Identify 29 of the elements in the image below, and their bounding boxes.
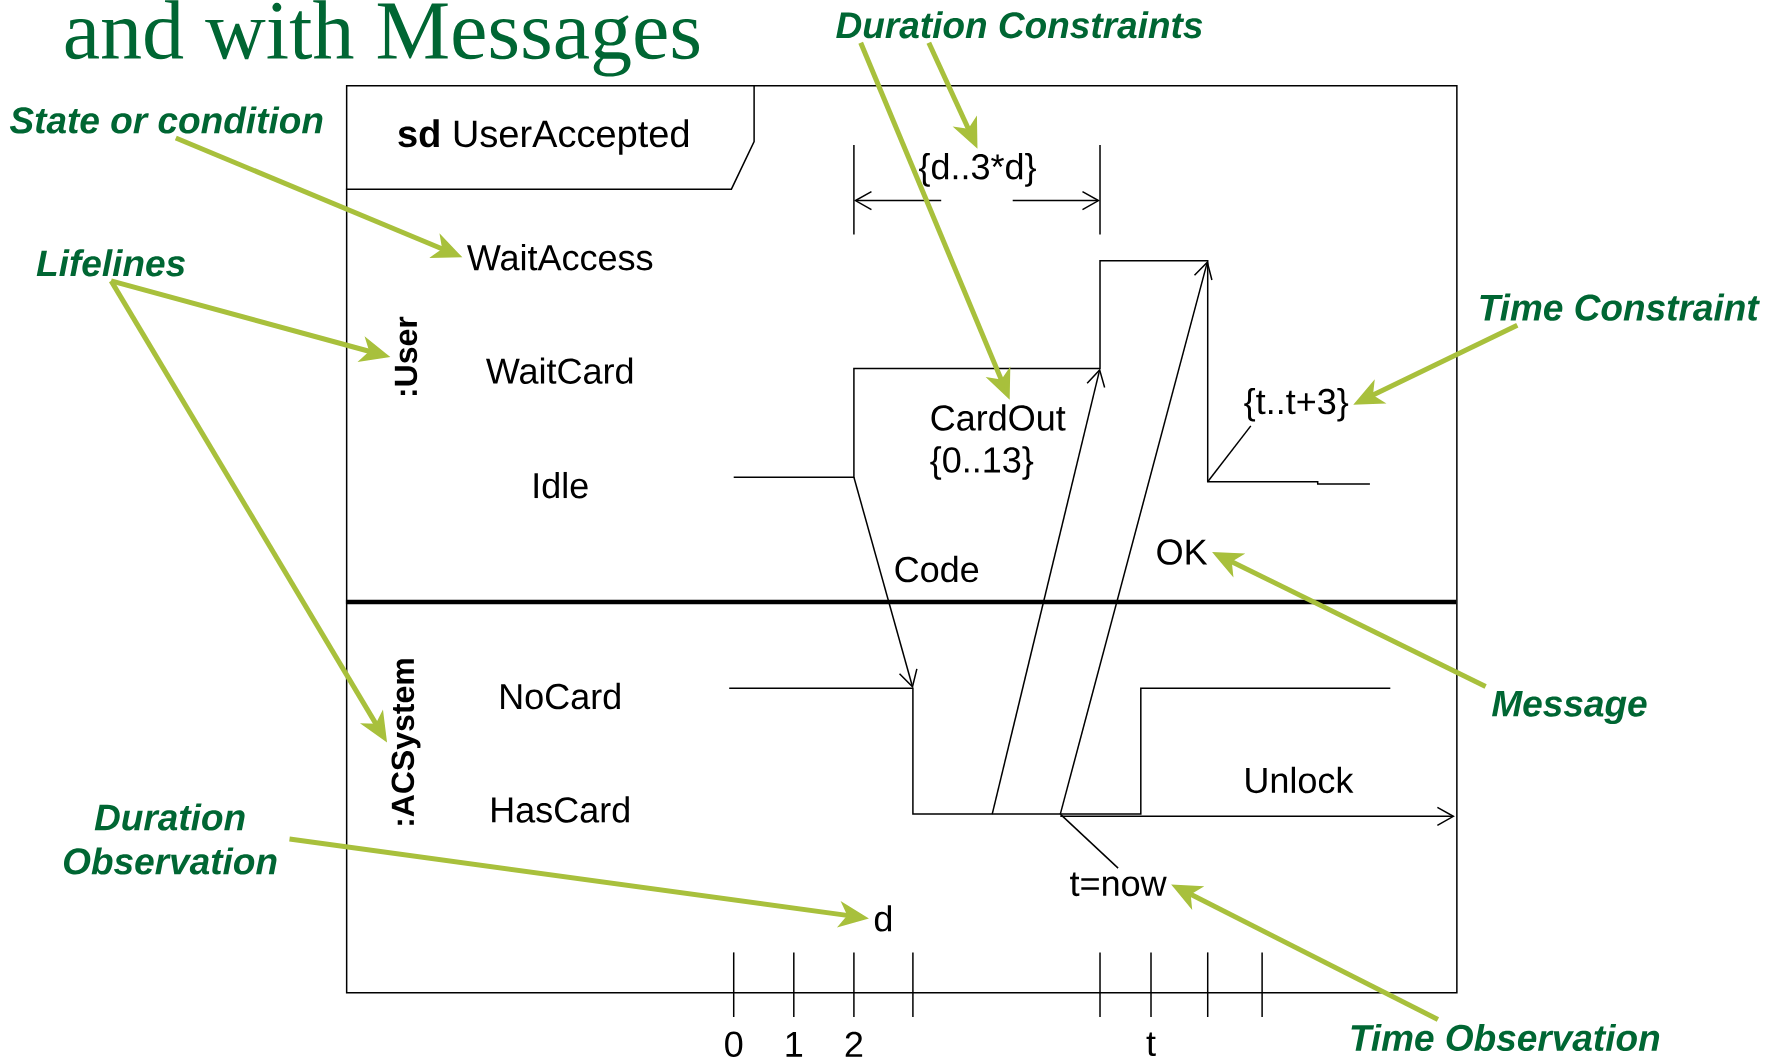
message-label: CardOut {0..13} [930, 404, 1066, 480]
callout-text: Time Observation [1351, 1023, 1660, 1052]
state-label: HasCard [492, 796, 629, 823]
callout-text: Duration Observation [64, 803, 277, 875]
state-label: NoCard [501, 682, 620, 710]
lifeline-name: :User [394, 316, 418, 395]
observation-label: t=now [1070, 872, 1167, 897]
message-label: Unlock [1246, 766, 1354, 794]
leader-line [1206, 425, 1252, 483]
callout-text: State or condition [9, 106, 323, 134]
tick-label: t [1146, 1032, 1156, 1057]
tick-label: 1 [786, 1031, 803, 1057]
callout-text: Time Constraint [1480, 293, 1760, 321]
state-label: WaitAccess [467, 244, 653, 271]
tick-label: 2 [845, 1031, 863, 1057]
state-label: WaitCard [486, 357, 633, 384]
state-label: Idle [534, 471, 588, 499]
observation-label: d [874, 905, 892, 932]
lifeline-name: :ACSystem [391, 659, 421, 825]
leader-line [1059, 813, 1119, 869]
constraint-label: {t..t+3} [1244, 387, 1349, 422]
callout-text: Lifelines [36, 249, 185, 277]
constraint-label: {d..3*d} [919, 153, 1036, 187]
callout-text: Message [1492, 690, 1647, 725]
tick-label: 0 [725, 1031, 743, 1057]
message-label: Code [895, 555, 979, 583]
callout-text: Duration Constraints [836, 11, 1203, 39]
message-label: OK [1157, 539, 1208, 565]
title: and with Messages [65, 0, 699, 77]
